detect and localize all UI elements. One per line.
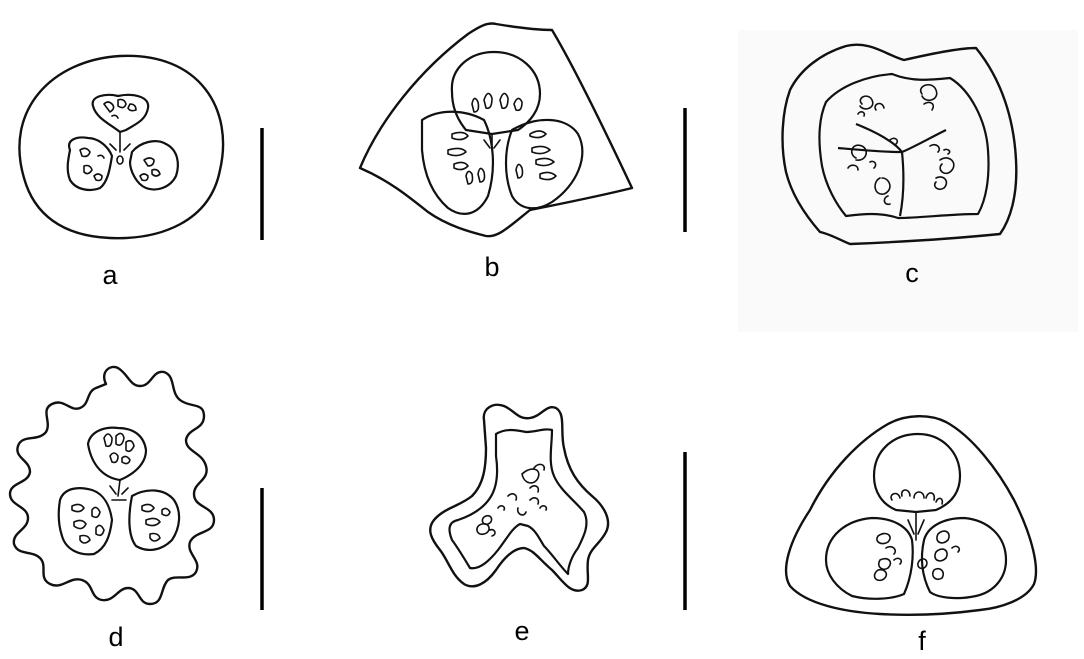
panel-b-drawing xyxy=(360,23,632,236)
panel-f-label: f xyxy=(918,626,926,656)
panel-e-label: e xyxy=(514,616,529,646)
panel-a-drawing xyxy=(19,56,223,238)
panel-b-label: b xyxy=(484,252,499,282)
panel-d-drawing xyxy=(10,367,214,604)
panel-e-drawing xyxy=(430,405,608,591)
panel-a-label: a xyxy=(102,260,118,290)
panel-d-label: d xyxy=(108,622,123,652)
panel-c-label: c xyxy=(905,258,919,288)
panel-f-drawing xyxy=(786,416,1036,615)
